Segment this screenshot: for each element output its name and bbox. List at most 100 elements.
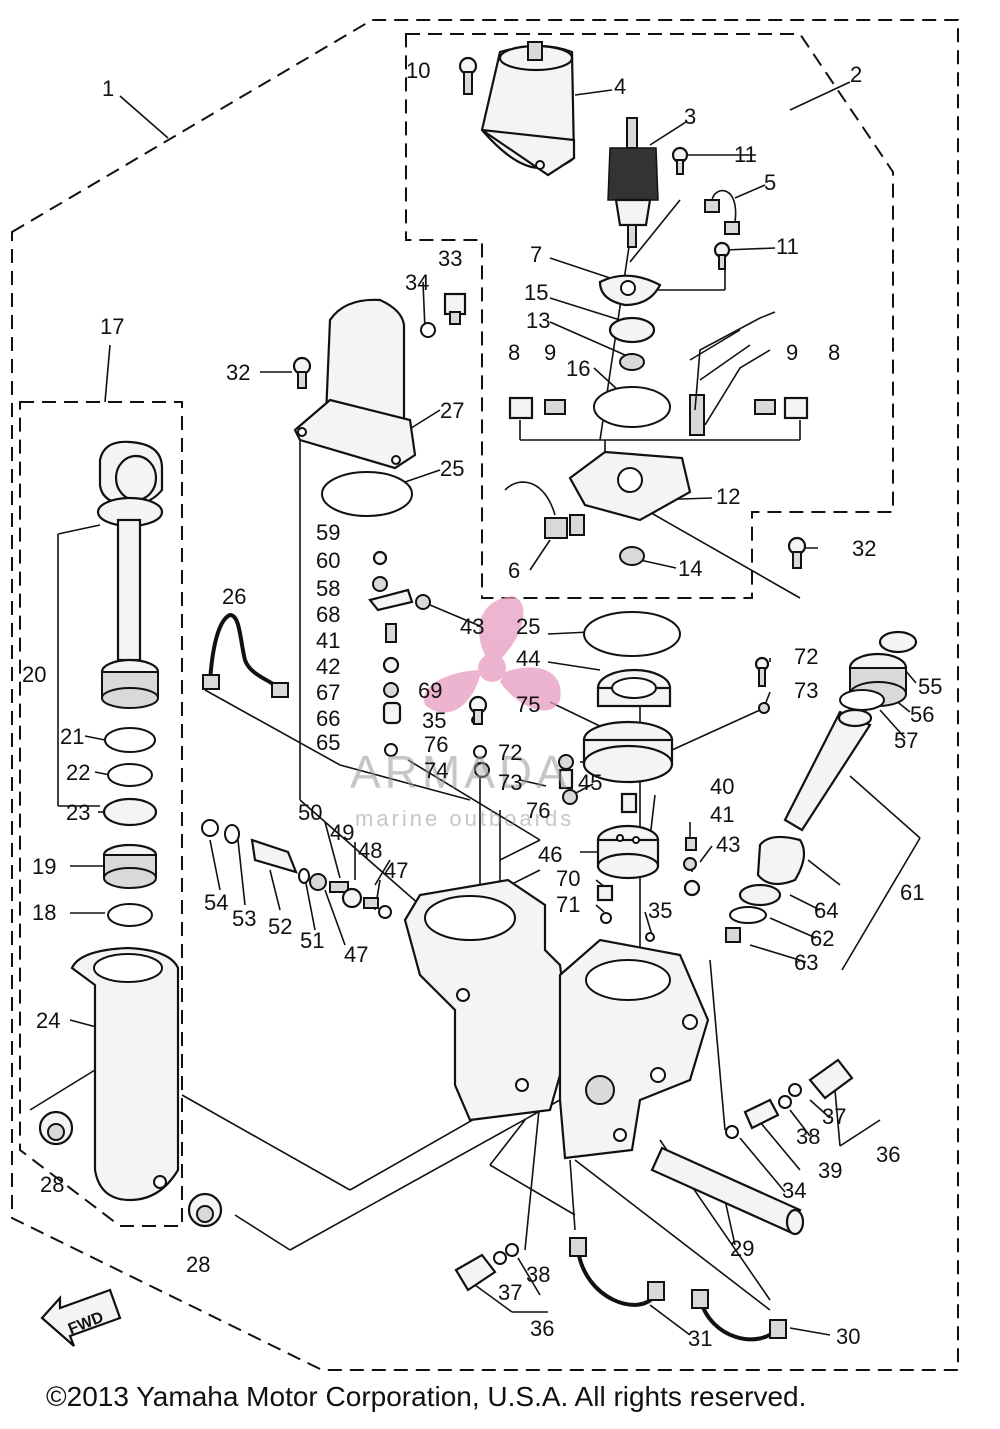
screw-72-right xyxy=(754,656,770,714)
callout-41b: 41 xyxy=(710,802,734,827)
callout-47b: 47 xyxy=(344,942,368,967)
propeller-blade-3 xyxy=(423,670,480,713)
valve-36-left xyxy=(454,1243,519,1292)
callout-22: 22 xyxy=(66,760,90,785)
callout-28a: 28 xyxy=(40,1172,64,1197)
callout-76a: 76 xyxy=(424,732,448,757)
callout-47a: 47 xyxy=(384,858,408,883)
callout-69: 69 xyxy=(418,678,442,703)
callout-30: 30 xyxy=(836,1324,860,1349)
o-ring-18 xyxy=(107,903,153,927)
callout-56: 56 xyxy=(910,702,934,727)
armature xyxy=(607,117,659,248)
callout-38a: 38 xyxy=(796,1124,820,1149)
brush-plate-7 xyxy=(598,274,662,307)
callout-29: 29 xyxy=(730,1236,754,1261)
screw-32-right xyxy=(787,536,807,569)
callout-15: 15 xyxy=(524,280,548,305)
tilt-cylinder-24 xyxy=(70,946,180,1202)
callout-55: 55 xyxy=(918,674,942,699)
callout-labels: 1 2 3 4 5 6 7 8 8 9 9 10 11 11 12 13 14 … xyxy=(22,58,942,1351)
callout-4: 4 xyxy=(614,74,626,99)
callout-3: 3 xyxy=(684,104,696,129)
callout-49: 49 xyxy=(330,820,354,845)
bearing-13 xyxy=(619,353,645,371)
callout-10: 10 xyxy=(406,58,430,83)
pipe-31 xyxy=(569,1237,665,1307)
callout-13: 13 xyxy=(526,308,550,333)
callout-50: 50 xyxy=(298,800,322,825)
callout-68: 68 xyxy=(316,602,340,627)
callout-46: 46 xyxy=(538,842,562,867)
callout-33: 33 xyxy=(438,246,462,271)
callout-25a: 25 xyxy=(440,456,464,481)
o-ring-22 xyxy=(107,763,153,787)
o-ring-21 xyxy=(104,727,156,753)
callout-72b: 72 xyxy=(498,740,522,765)
thermoswitch-6 xyxy=(504,481,585,539)
callout-24: 24 xyxy=(36,1008,60,1033)
screw-32-left xyxy=(292,356,312,389)
valves-70-71 xyxy=(596,884,614,924)
pipe-26 xyxy=(202,612,289,698)
callout-71: 71 xyxy=(556,892,580,917)
o-ring-34-right xyxy=(725,1125,739,1139)
valve-parts-row xyxy=(201,819,392,919)
o-ring-34-top xyxy=(420,322,436,338)
callout-19: 19 xyxy=(32,854,56,879)
callout-39: 39 xyxy=(818,1158,842,1183)
callout-35b: 35 xyxy=(648,898,672,923)
small-valve-stack-left xyxy=(368,550,414,757)
callout-76b: 76 xyxy=(526,798,550,823)
o-ring-35-right xyxy=(645,932,655,942)
pipe-30 xyxy=(691,1289,787,1342)
callout-51: 51 xyxy=(300,928,324,953)
callout-62: 62 xyxy=(810,926,834,951)
assembly-17-boundary xyxy=(19,401,183,1227)
ring-23 xyxy=(102,797,158,827)
reservoir-cap-27 xyxy=(293,298,417,470)
trim-ram-61 xyxy=(756,708,873,886)
callout-44: 44 xyxy=(516,646,540,671)
callout-6: 6 xyxy=(508,558,520,583)
o-ring-16 xyxy=(593,386,671,428)
o-ring-25-lower xyxy=(583,611,681,657)
watermark-brand: ARMADA xyxy=(350,746,571,798)
callout-64: 64 xyxy=(814,898,838,923)
callout-53: 53 xyxy=(232,906,256,931)
shaft-29 xyxy=(650,1146,805,1236)
motor-screw-10 xyxy=(458,56,478,95)
callout-67: 67 xyxy=(316,680,340,705)
callout-26: 26 xyxy=(222,584,246,609)
motor-yoke xyxy=(480,41,576,177)
callout-27: 27 xyxy=(440,398,464,423)
pump-seal-44 xyxy=(596,668,672,708)
callout-60: 60 xyxy=(316,548,340,573)
bushing-28-right xyxy=(187,1192,223,1228)
callout-40: 40 xyxy=(710,774,734,799)
callout-34a: 34 xyxy=(405,270,429,295)
callout-75: 75 xyxy=(516,692,540,717)
callout-12: 12 xyxy=(716,484,740,509)
callout-58: 58 xyxy=(316,576,340,601)
callout-45: 45 xyxy=(578,770,602,795)
callout-20: 20 xyxy=(22,662,46,687)
watermark-tagline: marine outboards xyxy=(355,806,574,831)
brush-holder-5 xyxy=(704,190,740,235)
callout-66: 66 xyxy=(316,706,340,731)
propeller-logo xyxy=(423,596,561,713)
brush-8-9-right xyxy=(754,396,809,420)
assembly-1-boundary xyxy=(11,19,959,1371)
valve-36-right xyxy=(778,1058,854,1109)
callout-16: 16 xyxy=(566,356,590,381)
callout-43b: 43 xyxy=(716,832,740,857)
callout-63: 63 xyxy=(794,950,818,975)
callout-9a: 9 xyxy=(544,340,556,365)
bushing-28-left xyxy=(38,1110,74,1146)
callout-28b: 28 xyxy=(186,1252,210,1277)
callout-57: 57 xyxy=(894,728,918,753)
trim-ram-cap-55-56-57 xyxy=(839,630,918,711)
gear-pump-46 xyxy=(596,824,660,880)
callout-5: 5 xyxy=(764,170,776,195)
propeller-hub xyxy=(478,654,506,682)
